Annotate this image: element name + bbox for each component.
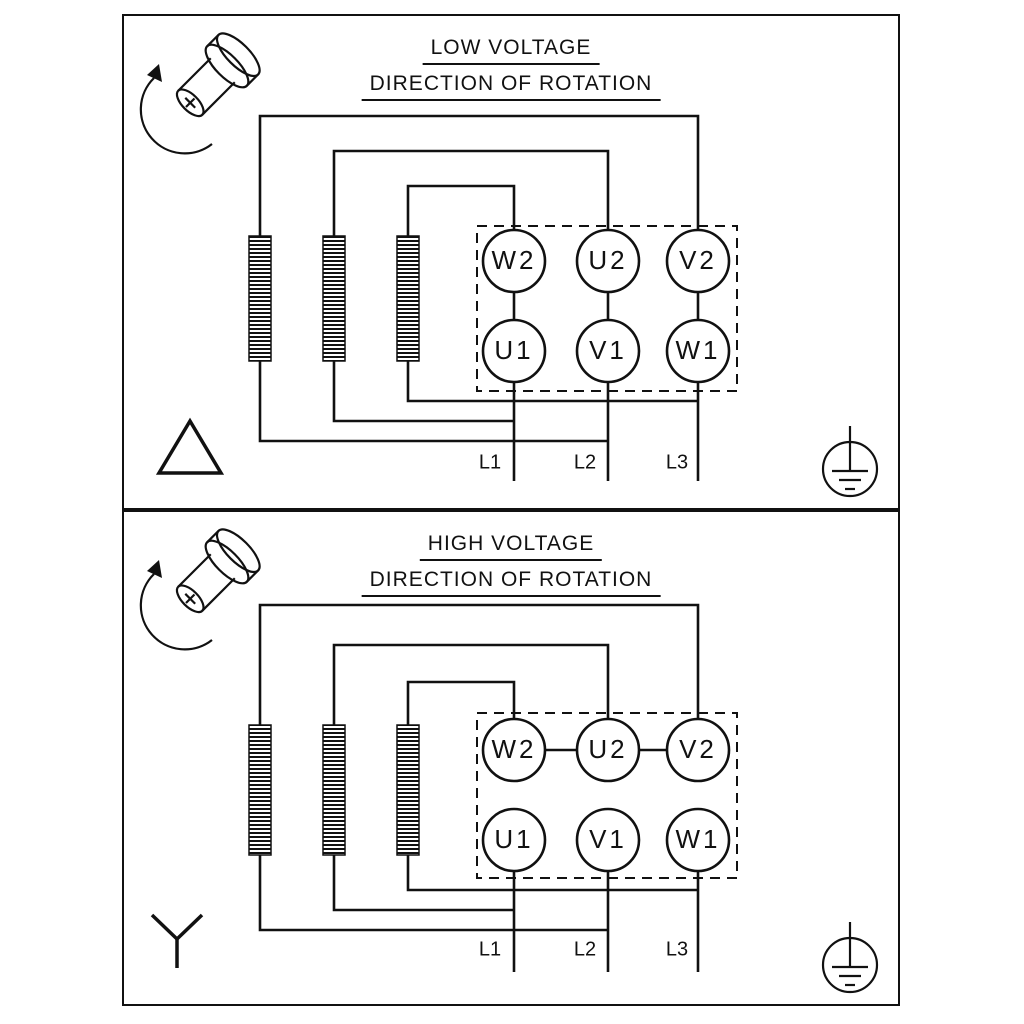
terminal-label-w2: W2 — [491, 733, 537, 764]
wires-top — [258, 603, 700, 751]
terminal-w1 — [665, 318, 731, 384]
terminal-v2 — [665, 717, 731, 783]
wires-top — [258, 114, 700, 262]
line-label-l3: L3 — [665, 451, 689, 474]
high-voltage-panel: HIGH VOLTAGE DIRECTION OF ROTATION W2 U2… — [122, 510, 900, 1006]
terminal-u2 — [575, 228, 641, 294]
terminals — [481, 717, 731, 873]
earth-ground-icon — [821, 426, 879, 498]
windings — [248, 724, 420, 856]
line-label-l3: L3 — [665, 938, 689, 961]
winding-coil-1 — [248, 724, 272, 856]
terminal-u1 — [481, 807, 547, 873]
terminal-label-w1: W1 — [675, 823, 721, 854]
terminal-u1 — [481, 318, 547, 384]
wires-bottom — [258, 361, 698, 443]
panel-title: HIGH VOLTAGE — [419, 532, 603, 561]
terminal-box — [476, 225, 738, 392]
star-icon — [150, 913, 204, 968]
line-label-l2: L2 — [573, 938, 597, 961]
line-label-l1: L1 — [478, 938, 502, 961]
rotation-arrow-icon — [139, 560, 213, 651]
terminal-label-u1: U1 — [494, 823, 534, 854]
panel-subtitle: DIRECTION OF ROTATION — [361, 72, 661, 101]
low-voltage-panel: LOW VOLTAGE DIRECTION OF ROTATION W2 U2 … — [122, 14, 900, 510]
terminal-v1 — [575, 318, 641, 384]
terminal-u2 — [575, 717, 641, 783]
terminal-label-v2: V2 — [679, 733, 717, 764]
terminal-box — [476, 712, 738, 879]
terminal-label-v2: V2 — [679, 244, 717, 275]
panel-title: LOW VOLTAGE — [422, 36, 600, 65]
motor-shaft-icon — [175, 528, 261, 614]
terminals — [481, 228, 731, 384]
windings — [248, 235, 420, 362]
winding-coil-3 — [396, 235, 420, 362]
terminal-label-w2: W2 — [491, 244, 537, 275]
panel-subtitle: DIRECTION OF ROTATION — [361, 568, 661, 597]
terminal-label-u2: U2 — [588, 733, 628, 764]
terminal-label-u1: U1 — [494, 334, 534, 365]
terminal-label-w1: W1 — [675, 334, 721, 365]
low-voltage-diagram — [139, 32, 879, 498]
winding-coil-2 — [322, 235, 346, 362]
earth-ground-icon — [821, 922, 879, 994]
terminal-label-v1: V1 — [589, 334, 627, 365]
winding-coil-1 — [248, 235, 272, 362]
delta-icon — [155, 417, 225, 475]
high-voltage-diagram — [139, 528, 879, 994]
terminal-label-v1: V1 — [589, 823, 627, 854]
terminal-w2 — [481, 228, 547, 294]
line-label-l1: L1 — [478, 451, 502, 474]
winding-coil-2 — [322, 724, 346, 856]
wires-bottom — [258, 855, 698, 932]
winding-coil-3 — [396, 724, 420, 856]
line-label-l2: L2 — [573, 451, 597, 474]
motor-shaft-icon — [175, 32, 261, 118]
terminal-v1 — [575, 807, 641, 873]
terminal-v2 — [665, 228, 731, 294]
terminal-w1 — [665, 807, 731, 873]
terminal-w2 — [481, 717, 547, 783]
terminal-label-u2: U2 — [588, 244, 628, 275]
rotation-arrow-icon — [139, 64, 213, 155]
